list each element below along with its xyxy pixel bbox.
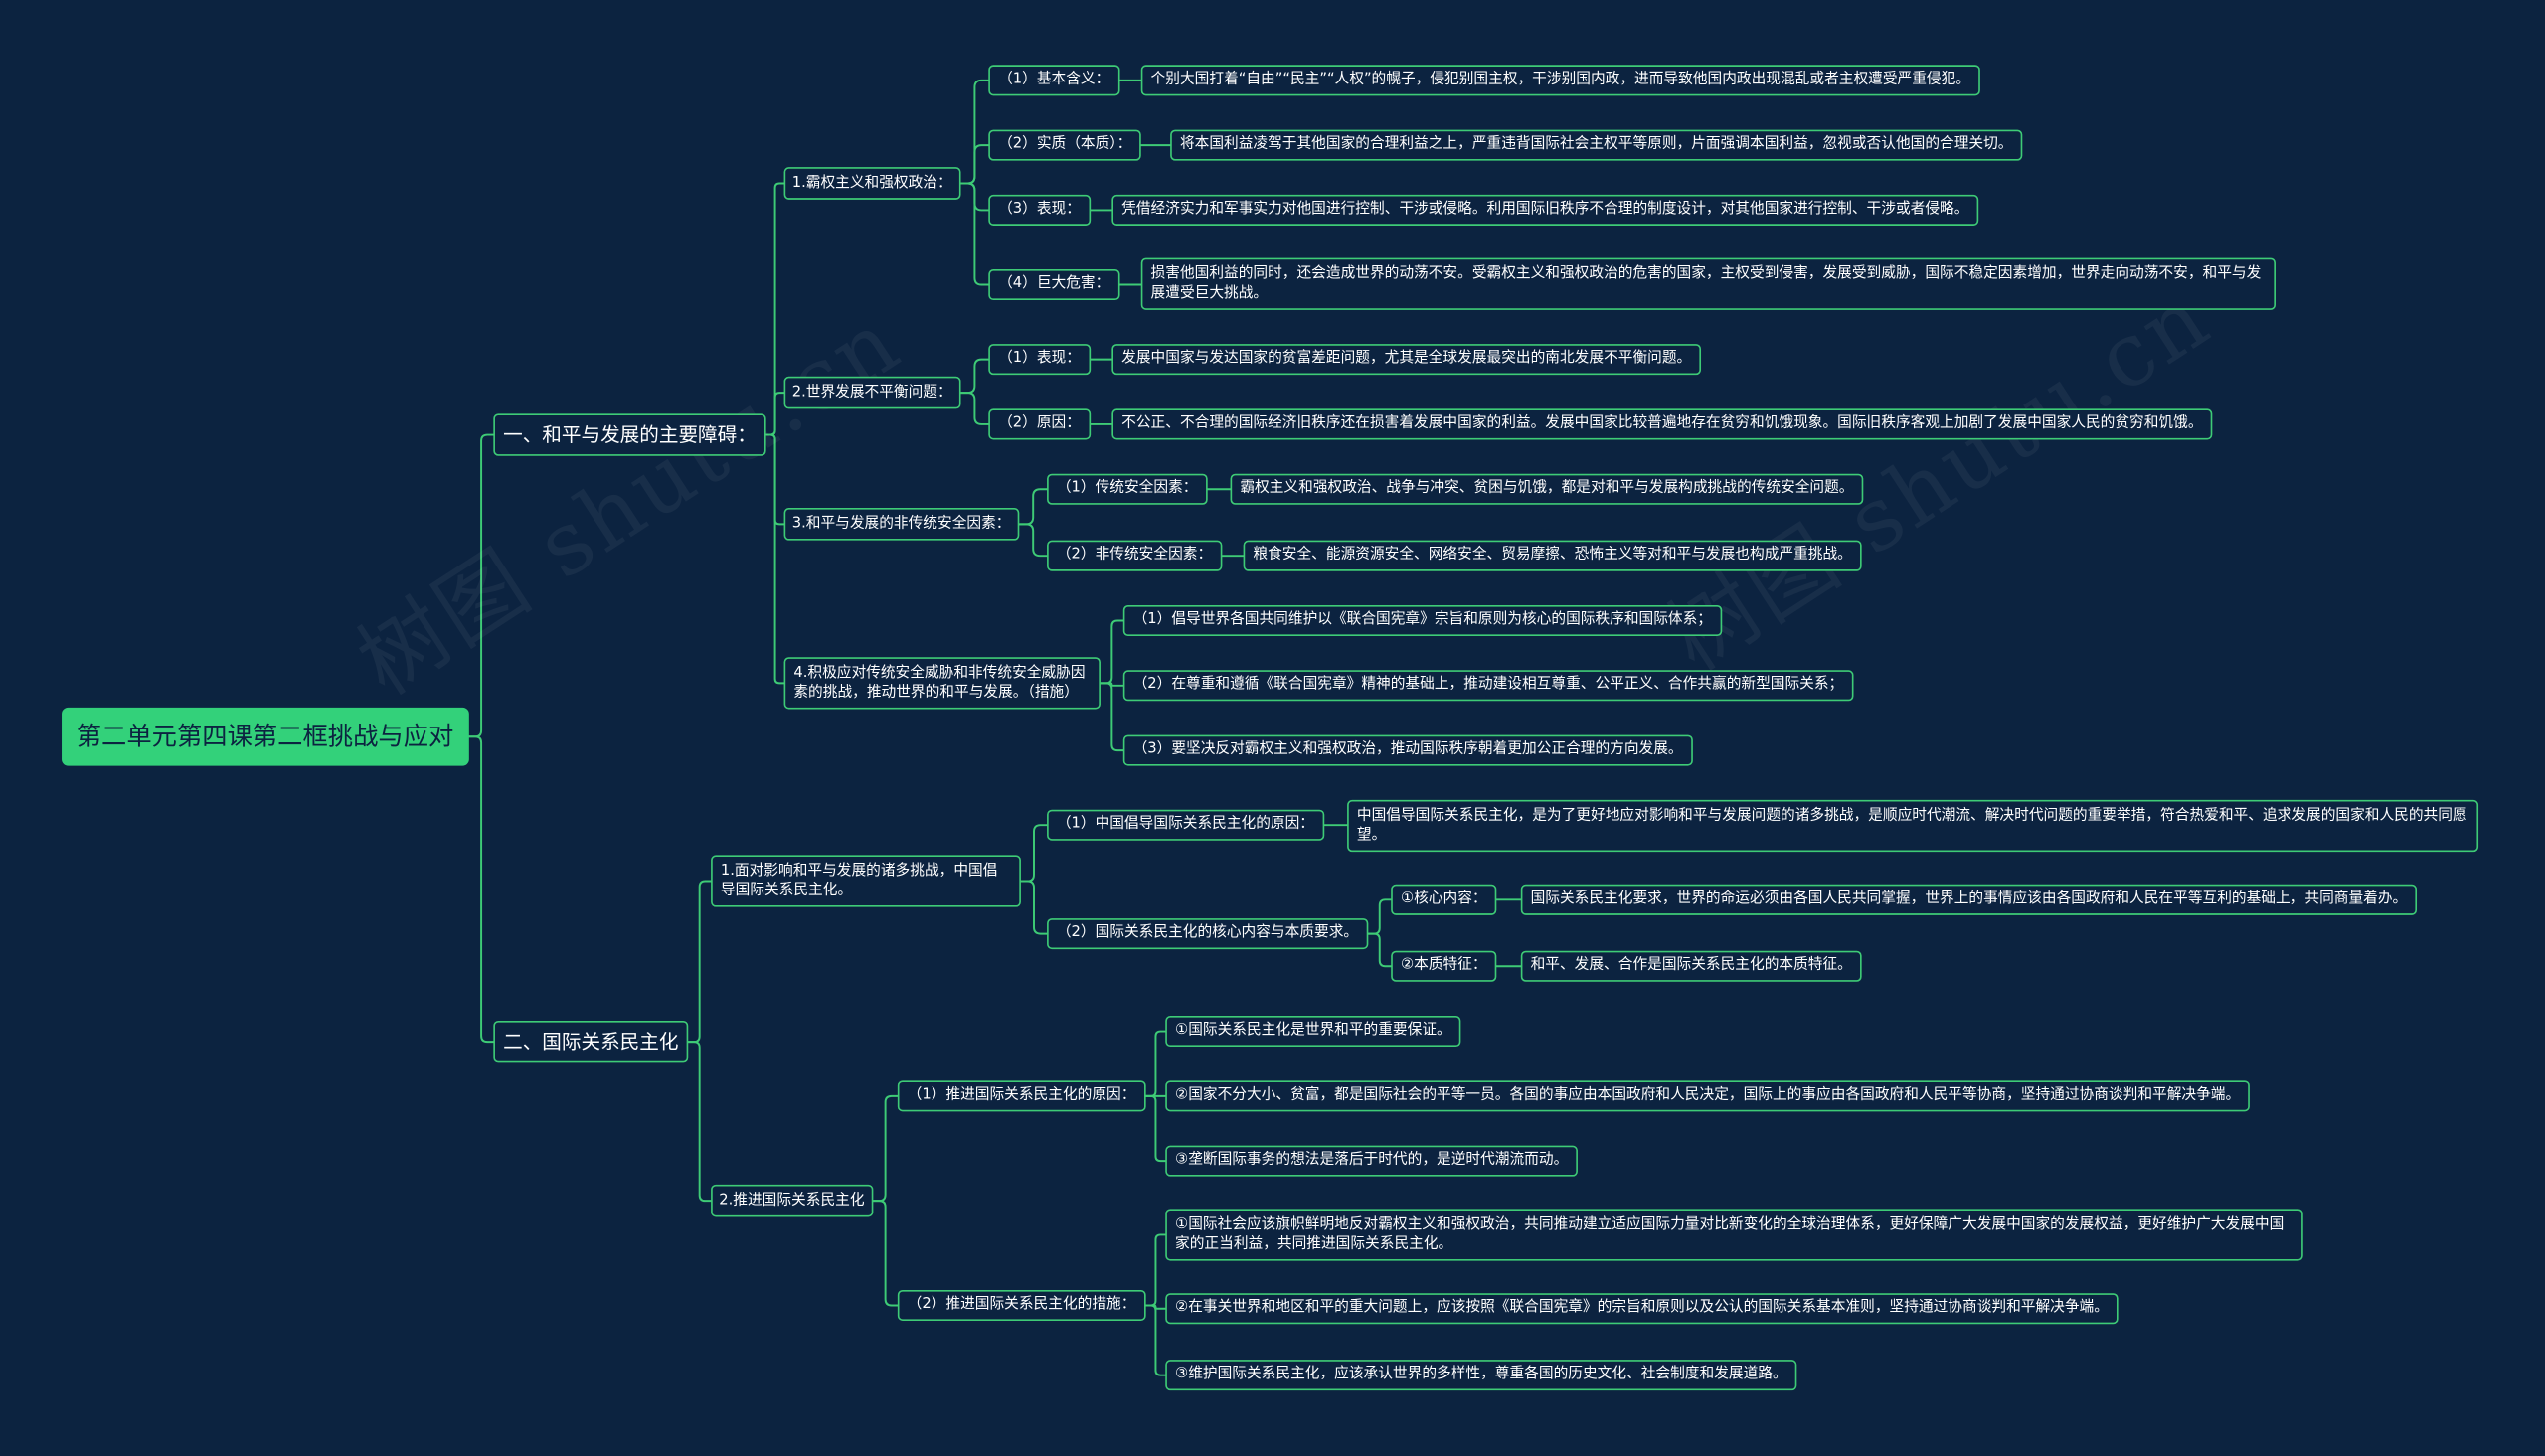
connector-line [764,392,785,436]
connector-line [1367,932,1393,968]
item-node: （3）表现： [988,194,1091,226]
detail-node: 发展中国家与发达国家的贫富差距问题，尤其是全球发展最突出的南北发展不平衡问题。 [1111,344,1702,376]
item-node: （2）推进国际关系民主化的措施： [897,1289,1146,1321]
connector-line [467,433,495,738]
item-node: （3）要坚决反对霸权主义和强权政治，推动国际秩序朝着更加公正合理的方向发展。 [1122,734,1693,766]
mindmap-root-node: 第二单元第四课第二框挑战与应对 [62,707,469,766]
connector-line [1144,1304,1167,1376]
detail-node: 和平、发展、合作是国际关系民主化的本质特征。 [1520,950,1862,982]
detail-node: 粮食安全、能源资源安全、网络安全、贸易摩擦、恐怖主义等对和平与发展也构成严重挑战… [1243,540,1862,571]
connector-line [1019,824,1049,883]
connector-line [1019,880,1049,935]
topic-node-promote-democratization: 2.推进国际关系民主化 [711,1184,873,1217]
topic-node-hegemonism: 1.霸权主义和强权政治： [783,167,960,200]
connector-line [1144,1094,1167,1163]
connector-line [959,358,990,395]
connector-line [872,1200,899,1307]
connector-line [764,433,785,685]
item-node: （2）在尊重和遵循《联合国宪章》精神的基础上，推动建设相互尊重、公平正义、合作共… [1122,670,1854,702]
subitem-node: ②在事关世界和地区和平的重大问题上，应该按照《联合国宪章》的宗旨和原则以及公认的… [1165,1293,2119,1325]
detail-node: 霸权主义和强权政治、战争与冲突、贫困与饥饿，都是对和平与发展构成挑战的传统安全问… [1230,473,1864,505]
connector-line [1099,619,1124,685]
subitem-node: ①国际关系民主化是世界和平的重要保证。 [1165,1016,1461,1048]
subitem-node: ②本质特征： [1391,950,1497,982]
detail-node: 凭借经济实力和军事实力对他国进行控制、干涉或侵略。利用国际旧秩序不合理的制度设计… [1111,194,1979,226]
topic-node-imbalance: 2.世界发展不平衡问题： [783,376,960,409]
item-node: （1）倡导世界各国共同维护以《联合国宪章》宗旨和原则为核心的国际秩序和国际体系； [1122,604,1722,636]
connector-line [1099,682,1124,687]
subitem-node: ①核心内容： [1391,884,1497,915]
connector-line [1018,523,1049,558]
item-node: （2）原因： [988,408,1091,440]
subitem-node: ①国际社会应该旗帜鲜明地反对霸权主义和强权政治，共同推动建立适应国际力量对比新变… [1165,1209,2303,1261]
item-node: （1）传统安全因素： [1047,473,1208,505]
connector-line [687,880,713,1044]
detail-node: 将本国利益凌驾于其他国家的合理利益之上，严重违背国际社会主权平等原则，片面强调本… [1170,129,2023,161]
item-node: （1）表现： [988,344,1091,376]
section-node-obstacles: 一、和平与发展的主要障碍： [493,413,766,456]
connector-line [1144,1030,1167,1097]
subitem-node: ③维护国际关系民主化，应该承认世界的多样性，尊重各国的历史文化、社会制度和发展道… [1165,1360,1797,1391]
detail-node: 不公正、不合理的国际经济旧秩序还在损害着发展中国家的利益。发展中国家比较普遍地存… [1111,408,2213,440]
connector-line [467,735,495,1044]
item-node: （2）实质（本质）： [988,129,1142,161]
connector-line [959,182,990,286]
topic-node-measures: 4.积极应对传统安全威胁和非传统安全威胁因素的挑战，推动世界的和平与发展。（措施… [783,657,1101,710]
connector-line [687,1041,713,1203]
detail-node: 个别大国打着“自由”“民主”“人权”的幌子，侵犯别国主权，干涉别国内政，进而导致… [1140,65,1980,96]
item-node: （1）中国倡导国际关系民主化的原因： [1047,809,1324,841]
connector-line [872,1094,899,1203]
topic-node-china-advocates: 1.面对影响和平与发展的诸多挑战，中国倡导国际关系民主化。 [711,855,1021,907]
topic-node-security-factors: 3.和平与发展的非传统安全因素： [783,508,1019,541]
subitem-node: ②国家不分大小、贫富，都是国际社会的平等一员。各国的事应由本国政府和人民决定，国… [1165,1080,2250,1112]
connector-line [1099,682,1124,752]
item-node: （1）基本含义： [988,65,1120,96]
subitem-node: ③垄断国际事务的想法是落后于时代的，是逆时代潮流而动。 [1165,1145,1579,1177]
connector-line [1144,1233,1167,1307]
item-node: （4）巨大危害： [988,269,1120,301]
connector-line [1018,488,1049,526]
detail-node: 损害他国利益的同时，还会造成世界的动荡不安。受霸权主义和强权政治的危害的国家，主… [1140,257,2276,310]
connector-line [1367,898,1393,935]
section-node-democratization: 二、国际关系民主化 [493,1020,689,1063]
detail-node: 中国倡导国际关系民主化，是为了更好地应对影响和平与发展问题的诸多挑战，是顺应时代… [1347,799,2479,853]
detail-node: 国际关系民主化要求，世界的命运必须由各国人民共同掌握，世界上的事情应该由各国政府… [1520,884,2418,915]
item-node: （1）推进国际关系民主化的原因： [897,1080,1146,1112]
connector-line [959,392,990,425]
item-node: （2）国际关系民主化的核心内容与本质要求。 [1047,918,1368,950]
item-node: （2）非传统安全因素： [1047,540,1222,571]
connector-line [959,144,990,185]
